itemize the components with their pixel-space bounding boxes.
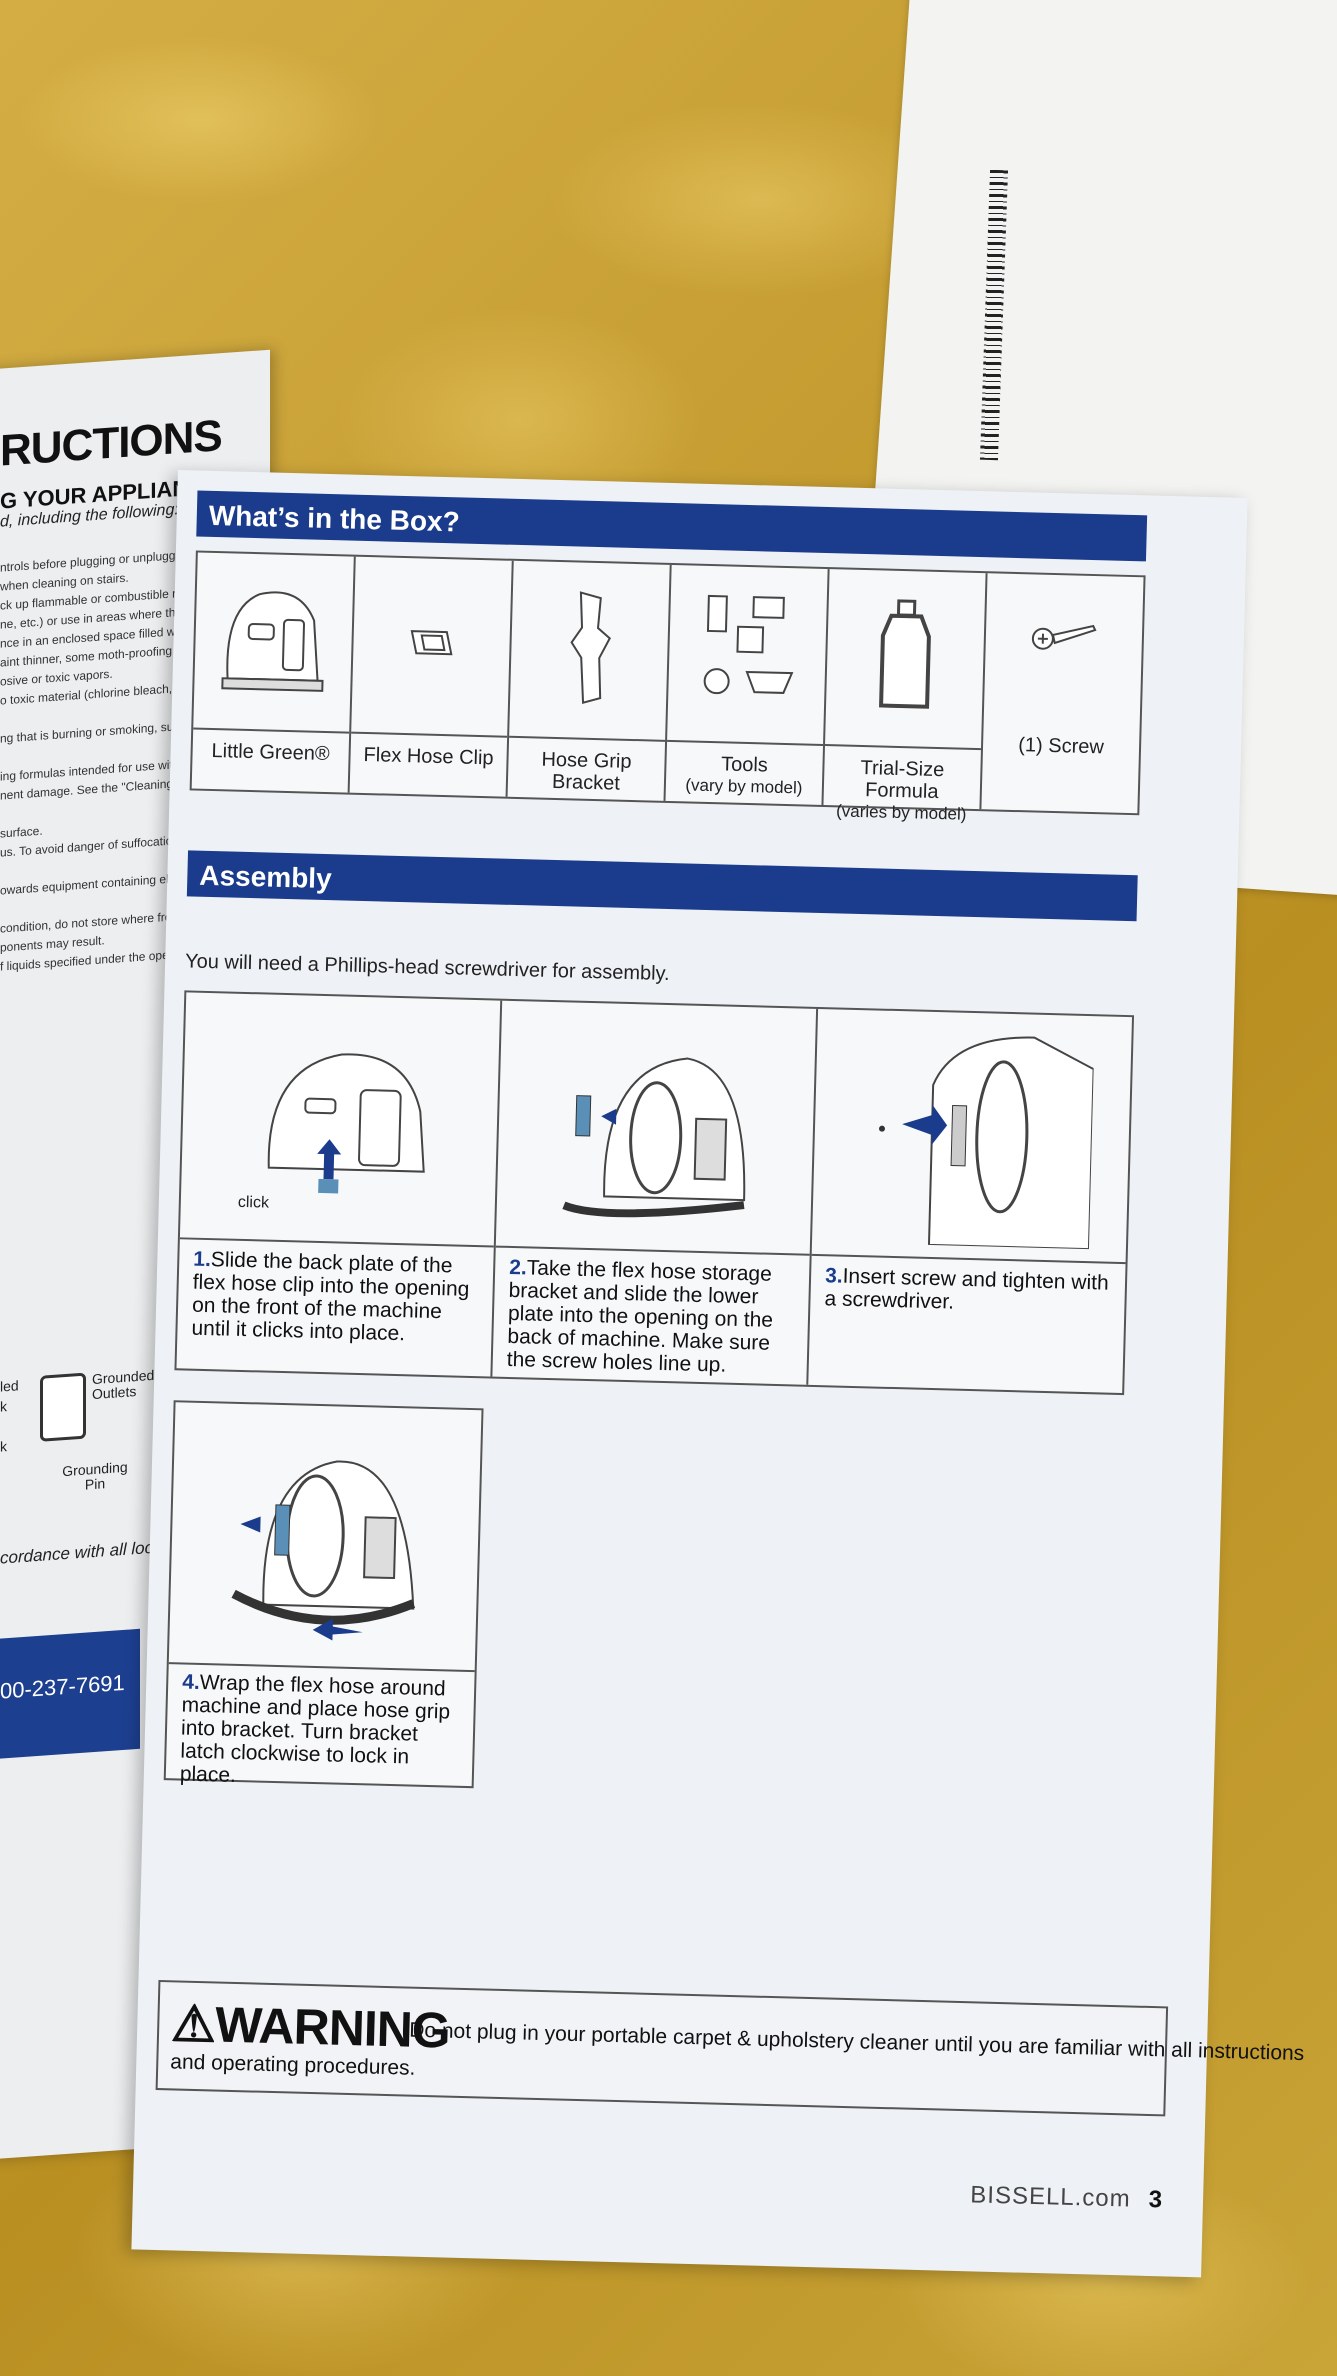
hose-grip-bracket-image <box>510 571 670 725</box>
box-item: Flex Hose Clip <box>349 556 514 814</box>
step-2-illustration <box>495 1000 817 1256</box>
assembly-step-1: click 1.Slide the back plate of the flex… <box>176 992 503 1377</box>
click-label: click <box>238 1193 271 1211</box>
step-1-illustration: click <box>179 992 501 1248</box>
step-4-text: 4.Wrap the flex hose around machine and … <box>180 1671 465 1793</box>
box-item-label: (1) Screw <box>982 723 1140 803</box>
warning-box: ⚠WARNING Do not plug in your portable ca… <box>155 1980 1305 2117</box>
step-2-body: Take the flex hose storage bracket and s… <box>506 1256 774 1377</box>
screw-image <box>983 583 1144 767</box>
box-item-name: Flex Hose Clip <box>363 743 494 770</box>
box-item: Trial-Size Formula(varies by model) <box>823 569 988 827</box>
warning-message: Do not plug in your portable carpet & up… <box>408 2018 1305 2066</box>
box-item-label: Hose Grip Bracket <box>507 735 666 818</box>
outlet-icon <box>40 1372 86 1442</box>
formula-bottle-image <box>825 579 985 733</box>
box-item-note: (varies by model) <box>835 801 967 824</box>
warning-triangle-icon: ⚠ <box>170 1995 216 2053</box>
box-item-name: Trial-Size Formula <box>860 756 945 804</box>
step-1-body: Slide the back plate of the flex hose cl… <box>191 1248 470 1346</box>
whats-in-box-banner: What’s in the Box? <box>196 490 1148 562</box>
page-footer: BISSELL.com 3 <box>970 2181 1163 2214</box>
outlet-left-text-1: led <box>0 1377 19 1395</box>
manual-page: What’s in the Box? Little Green® Flex Ho… <box>131 470 1305 2278</box>
box-item: Little Green® <box>191 552 356 810</box>
grounded-outlets-label: Grounded Outlets <box>92 1366 155 1403</box>
step-1-number: 1. <box>193 1247 212 1272</box>
box-item: Tools(vary by model) <box>665 564 830 822</box>
accordance-text: cordance with all local <box>0 1536 167 1568</box>
screwdriver-note: You will need a Phillips-head screwdrive… <box>184 950 670 986</box>
box-item-label: Trial-Size Formula(varies by model) <box>823 744 981 827</box>
step-3-number: 3. <box>824 1264 843 1288</box>
box-item-label: Little Green® <box>191 727 350 810</box>
step-3-illustration <box>811 1008 1133 1265</box>
assembly-banner: Assembly <box>186 850 1138 922</box>
assembly-steps: click 1.Slide the back plate of the flex… <box>174 990 1135 1396</box>
step-4-number: 4. <box>181 1670 201 1694</box>
assembly-step-4: 4.Wrap the flex hose around machine and … <box>163 1400 484 1789</box>
box-item: Hose Grip Bracket <box>507 560 672 818</box>
assembly-step-2: 2.Take the flex hose storage bracket and… <box>492 1000 819 1385</box>
outlet-left-text-2: k <box>0 1398 7 1415</box>
step-4-illustration <box>168 1402 482 1673</box>
footer-site: BISSELL.com <box>970 2181 1132 2213</box>
box-item-name: Little Green® <box>211 739 330 766</box>
box-item-label: Flex Hose Clip <box>349 731 508 814</box>
step-3-text: 3.Insert screw and tighten with a screwd… <box>824 1264 1111 1317</box>
phone-banner: 00-237-7691 <box>0 1628 140 1760</box>
grounding-pin-label: Grounding Pin <box>62 1458 128 1493</box>
step-3-body: Insert screw and tighten with a screwdri… <box>824 1264 1109 1314</box>
step-2-number: 2. <box>508 1255 528 1280</box>
box-item-name: Hose Grip Bracket <box>541 748 632 795</box>
page-number: 3 <box>1148 2186 1164 2214</box>
box-item-name: Tools <box>720 753 769 777</box>
warning-message-2: and operating procedures. <box>170 2050 416 2080</box>
box-item-label: Tools(vary by model) <box>665 739 824 822</box>
box-contents-table: Little Green® Flex Hose Clip Hose Grip B… <box>189 550 1146 827</box>
little-green-image <box>194 563 354 717</box>
tools-image <box>667 575 827 729</box>
assembly-step-3: 3.Insert screw and tighten with a screwd… <box>808 1008 1133 1393</box>
step-1-text: 1.Slide the back plate of the flex hose … <box>191 1248 479 1347</box>
box-item-name: (1) Screw <box>1018 734 1105 759</box>
step-2-text: 2.Take the flex hose storage bracket and… <box>507 1256 796 1378</box>
box-item-note: (vary by model) <box>685 775 803 798</box>
step-4-body: Wrap the flex hose around machine and pl… <box>179 1670 451 1787</box>
left-page-title: RUCTIONS <box>0 411 222 476</box>
outlet-left-text-3: k <box>0 1438 7 1455</box>
box-item: (1) Screw <box>981 573 1143 813</box>
flex-hose-clip-image <box>352 567 512 721</box>
